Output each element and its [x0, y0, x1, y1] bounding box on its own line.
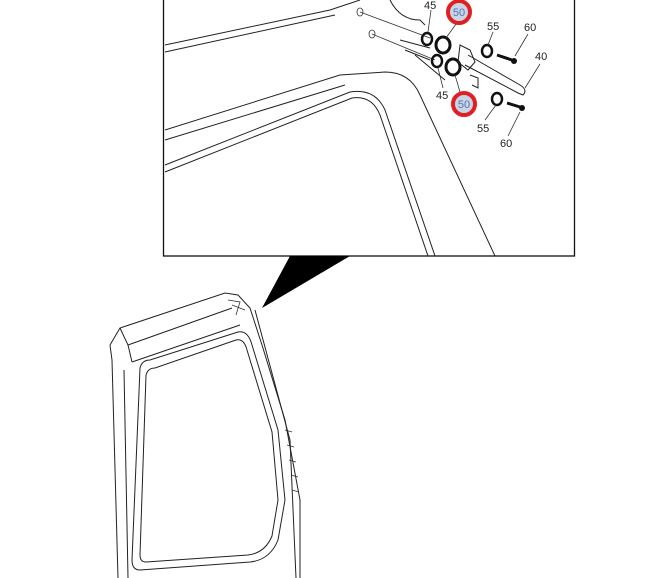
washer-50-top [434, 35, 452, 55]
callout-40[interactable]: 40 [535, 51, 547, 63]
callout-45-top[interactable]: 45 [424, 0, 436, 12]
washer-55-bottom [490, 91, 504, 107]
door-frame-overview [109, 292, 301, 578]
detail-inset [162, 0, 576, 257]
callout-55-top[interactable]: 55 [487, 21, 499, 33]
callout-50-top[interactable]: 50 [446, 0, 472, 25]
callout-50-bottom-label: 50 [458, 99, 470, 111]
callout-45-bottom[interactable]: 45 [436, 90, 448, 102]
washer-55-top [480, 43, 494, 59]
callout-60-bottom[interactable]: 60 [500, 138, 512, 150]
callout-50-top-label: 50 [453, 7, 465, 19]
callout-50-bottom[interactable]: 50 [451, 91, 477, 117]
washer-45-bottom [430, 53, 444, 69]
washer-45-top [420, 31, 434, 47]
detail-pointer [262, 256, 350, 308]
callout-60-top[interactable]: 60 [524, 22, 536, 34]
callout-55-bottom[interactable]: 55 [477, 123, 489, 135]
washer-50-bottom [444, 57, 462, 77]
